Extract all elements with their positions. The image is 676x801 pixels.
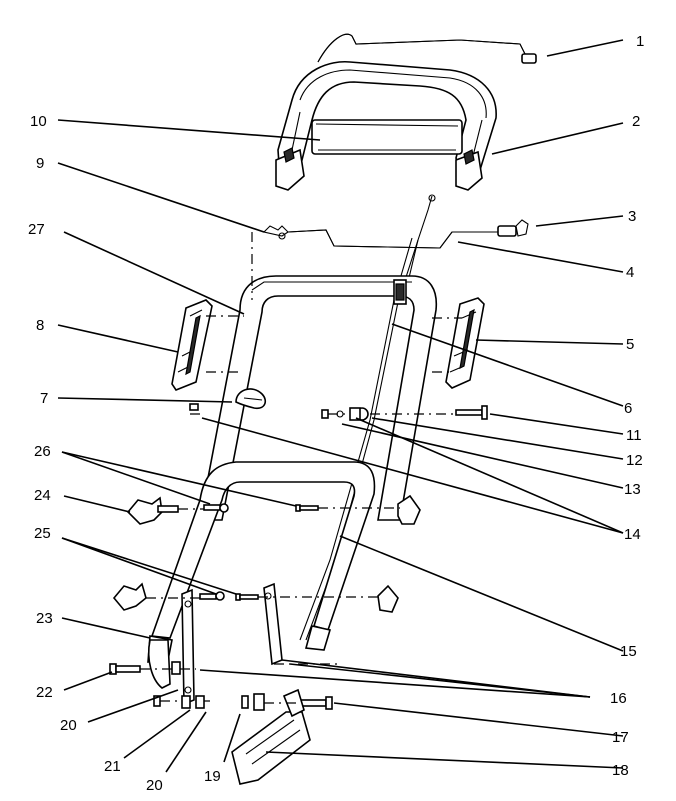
callout-18: 18 bbox=[612, 762, 629, 779]
callout-3: 3 bbox=[628, 208, 636, 225]
callout-15: 15 bbox=[620, 643, 637, 660]
callout-19: 19 bbox=[204, 768, 221, 785]
part-12-bushing bbox=[349, 407, 369, 421]
part-knob-right-upper bbox=[397, 494, 421, 525]
part-23-handle-end bbox=[147, 639, 171, 689]
callout-6: 6 bbox=[624, 400, 632, 417]
part-11-bolt-right bbox=[455, 405, 488, 420]
part-20-nut bbox=[171, 661, 205, 709]
callout-7: 7 bbox=[40, 390, 48, 407]
part-17-bolt bbox=[299, 696, 333, 710]
part-21-washer bbox=[153, 695, 191, 709]
callout-26: 26 bbox=[34, 443, 51, 460]
part-7-wire-tie bbox=[235, 388, 267, 410]
callout-14: 14 bbox=[624, 526, 641, 543]
callout-8: 8 bbox=[36, 317, 44, 334]
callout-11: 11 bbox=[626, 427, 642, 444]
callout-9: 9 bbox=[36, 155, 44, 172]
leader-lines bbox=[57, 39, 624, 773]
callout-4: 4 bbox=[626, 264, 634, 281]
callout-17: 17 bbox=[612, 729, 629, 746]
part-19-nut bbox=[241, 693, 265, 711]
callout-numbers: 1 2 3 4 5 6 7 8 9 10 11 12 13 14 15 16 1… bbox=[28, 33, 644, 794]
part-14-washer bbox=[189, 403, 344, 419]
callout-20-upper: 20 bbox=[60, 717, 77, 734]
callout-16: 16 bbox=[610, 690, 627, 707]
part-10-bail-handle bbox=[275, 60, 497, 191]
callout-2: 2 bbox=[632, 113, 640, 130]
part-9-cable-clip bbox=[262, 225, 289, 240]
part-knob-left-lower bbox=[112, 582, 147, 611]
callout-22: 22 bbox=[36, 684, 53, 701]
part-16-bracket-left bbox=[181, 588, 195, 706]
part-8-grip-left bbox=[171, 299, 213, 391]
callout-23: 23 bbox=[36, 610, 53, 627]
part-24-knob-left bbox=[126, 496, 179, 525]
part-22-bolt bbox=[109, 663, 141, 675]
callout-27: 27 bbox=[28, 221, 45, 238]
callout-12: 12 bbox=[626, 452, 643, 469]
part-16-bracket-right bbox=[263, 582, 283, 666]
callout-21: 21 bbox=[104, 758, 121, 775]
part-5-grip-right bbox=[445, 297, 485, 389]
alignment-lines bbox=[140, 232, 462, 704]
callout-1: 1 bbox=[636, 33, 644, 50]
callout-20-lower: 20 bbox=[146, 777, 163, 794]
callout-5: 5 bbox=[626, 336, 634, 353]
part-26-carriage-bolt bbox=[203, 503, 319, 513]
part-knob-right-lower bbox=[377, 584, 399, 613]
callout-24: 24 bbox=[34, 487, 51, 504]
part-1-cable bbox=[317, 33, 537, 64]
part-4-control-bar bbox=[287, 219, 529, 249]
callout-13: 13 bbox=[624, 481, 641, 498]
part-25-carriage-bolt bbox=[199, 591, 259, 601]
callout-25: 25 bbox=[34, 525, 51, 542]
callout-10: 10 bbox=[30, 113, 47, 130]
